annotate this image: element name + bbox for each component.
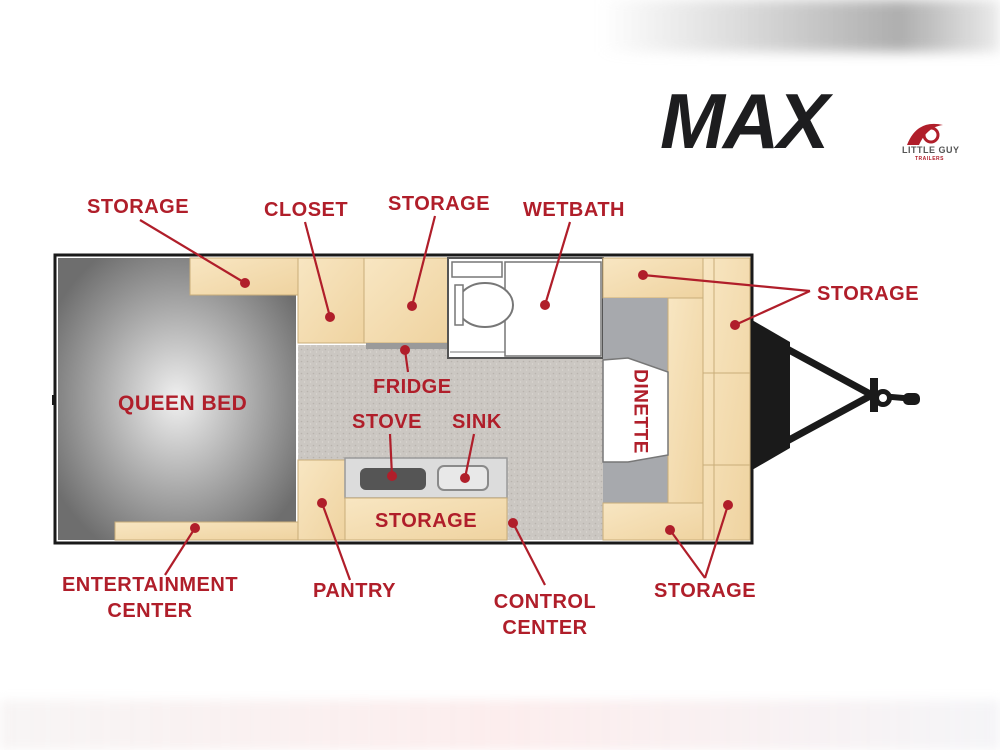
label-entertainment-line2: CENTER (107, 600, 193, 622)
little-guy-emblem-icon (907, 123, 943, 145)
label-sink: SINK (452, 411, 502, 433)
leader-dots (190, 270, 740, 535)
photo-blur-bottom (0, 700, 1000, 750)
storage-kitchen-cabinet (344, 497, 508, 541)
label-wetbath: WETBATH (523, 199, 625, 221)
label-control-line2: CENTER (502, 617, 588, 639)
trailer-tongue (748, 320, 920, 470)
storage-front-bottom-cabinet (602, 502, 704, 541)
logo-brand-line1: LITTLE GUY (902, 145, 960, 155)
label-pantry: PANTRY (313, 580, 396, 602)
closet-cabinet (297, 257, 365, 344)
storage-front-top-cabinet (602, 257, 704, 299)
label-dinette: DINETTE (629, 369, 651, 454)
storage-top-left-cabinet (189, 257, 299, 296)
label-control-center: CONTROL CENTER (480, 589, 610, 641)
pantry-cabinet (297, 459, 346, 541)
label-storage-right: STORAGE (817, 283, 920, 305)
logo-brand-line2: TRAILERS (915, 156, 944, 162)
entertainment-center-cabinet (114, 521, 299, 541)
wetbath-room (447, 257, 604, 359)
label-stove: STOVE (352, 411, 422, 433)
label-control-line1: CONTROL (493, 591, 597, 613)
label-fridge: FRIDGE (373, 376, 452, 398)
label-queen-bed: QUEEN BED (118, 392, 248, 415)
storage-top-mid-cabinet (363, 257, 449, 344)
label-entertainment-line1: ENTERTAINMENT (61, 574, 239, 596)
label-storage-top-mid: STORAGE (388, 193, 491, 215)
queen-bed (58, 258, 296, 540)
label-storage-kitchen: STORAGE (375, 510, 478, 532)
dinette-table (602, 357, 669, 463)
leader-lines (139, 215, 811, 586)
label-storage-top-left: STORAGE (87, 196, 190, 218)
label-entertainment-center: ENTERTAINMENT CENTER (55, 572, 245, 624)
label-storage-bottom-right: STORAGE (654, 580, 757, 602)
logo-wordmark: MAX (660, 77, 829, 165)
label-closet: CLOSET (264, 199, 349, 221)
dinette-backrest (667, 297, 704, 504)
storage-front-cabinet (702, 257, 751, 541)
photo-blur-top (600, 0, 1000, 52)
